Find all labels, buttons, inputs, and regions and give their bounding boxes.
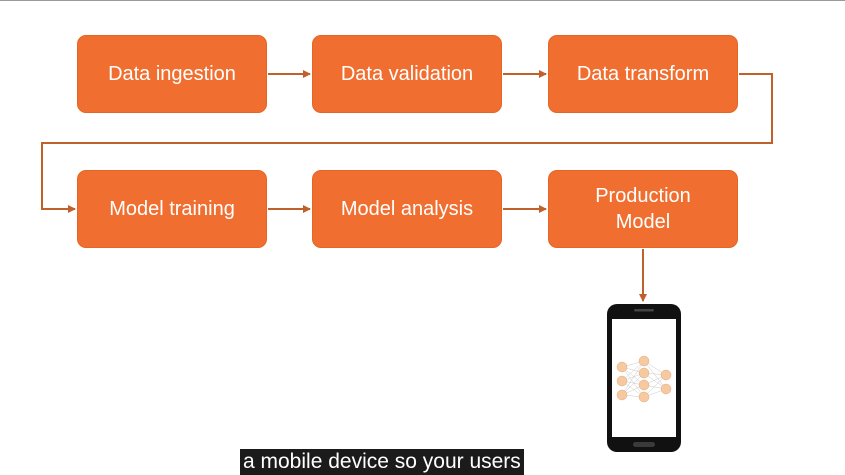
step-model-training: Model training — [77, 170, 267, 248]
step-data-transform: Data transform — [548, 35, 738, 113]
arrow-transform-to-training — [41, 73, 773, 213]
step-model-analysis: Model analysis — [312, 170, 502, 248]
step-production-model: Production Model — [548, 170, 738, 248]
step-data-ingestion: Data ingestion — [77, 35, 267, 113]
smartphone-icon — [607, 304, 681, 452]
top-divider — [0, 0, 845, 1]
step-data-validation: Data validation — [312, 35, 502, 113]
neural-network-diagram-icon — [616, 355, 672, 403]
video-subtitle: a mobile device so your users — [240, 449, 524, 475]
